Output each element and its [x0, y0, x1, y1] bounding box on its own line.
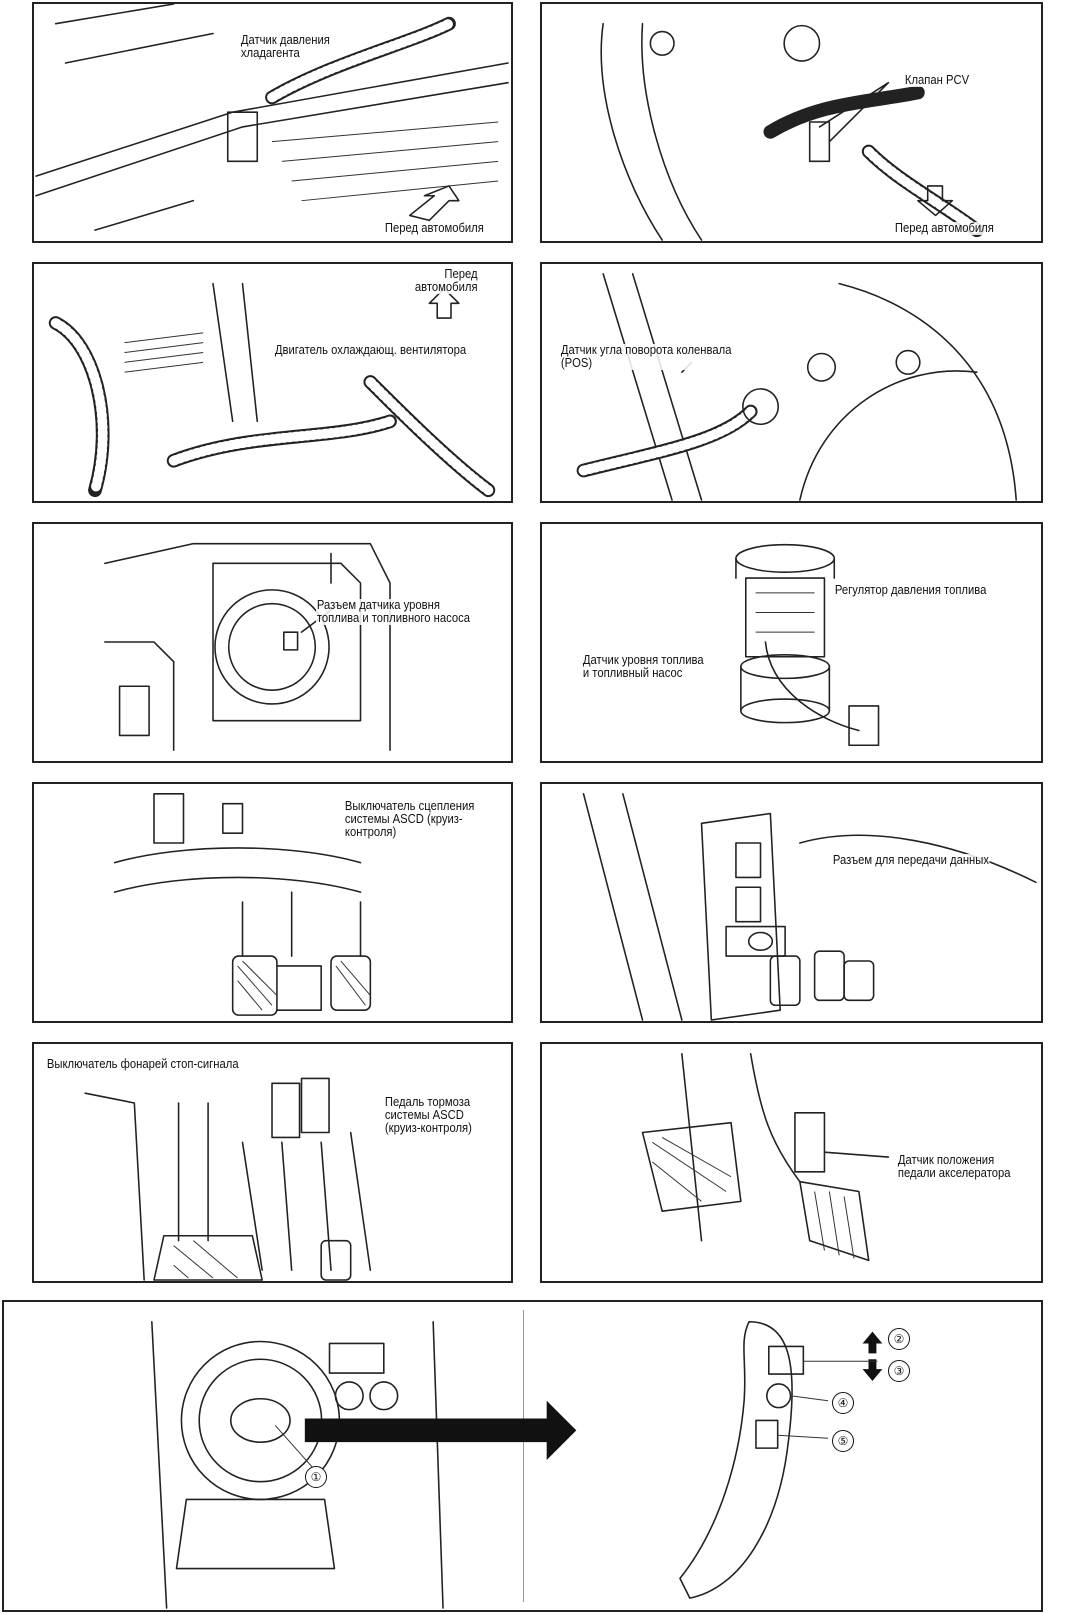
label-fuel-level-sensor-pump: Датчик уровня топлива и топливный насос — [582, 653, 705, 680]
label-crankshaft-position-sensor: Датчик угла поворота коленвала (POS) — [560, 343, 733, 370]
brake-pedal-illustration — [84, 1077, 372, 1281]
label-cooling-fan-motor: Двигатель охлаждающ. вентилятора — [274, 343, 468, 357]
fuel-access-hatch-illustration — [104, 542, 391, 751]
panel-cooling-fan-motor: Перед автомобиля Двигатель охлаждающ. ве… — [32, 262, 513, 503]
label-vehicle-front: Перед автомобиля — [894, 221, 995, 235]
panel-pcv-valve: Клапан PCV Перед автомобиля — [540, 2, 1043, 243]
steering-wheel-illustration — [151, 1320, 883, 1609]
label-fuel-pressure-regulator: Регулятор давления топлива — [834, 583, 988, 597]
callout-3: ③ — [888, 1360, 910, 1382]
callout-4: ④ — [832, 1392, 854, 1414]
callout-5: ⑤ — [832, 1430, 854, 1452]
label-clutch-switch-ascd: Выключатель сцепления системы ASCD (круи… — [344, 799, 476, 839]
cooling-fan-illustration — [48, 282, 496, 498]
panel-steering-wheel-ascd-switch: ① ② ③ ④ ⑤ — [2, 1300, 1043, 1612]
engine-bay-illustration — [35, 4, 509, 231]
panel-fuel-level-sensor-connector: Разъем датчика уровня топлива и топливно… — [32, 522, 513, 763]
dashboard-underside-illustration — [582, 793, 1037, 1021]
callout-1: ① — [305, 1466, 327, 1488]
fuel-pump-assembly-illustration — [735, 543, 880, 747]
callout-2: ② — [888, 1328, 910, 1350]
label-refrigerant-pressure-sensor: Датчик давления хладагента — [240, 33, 331, 60]
panel-data-link-connector: Разъем для передачи данных — [540, 782, 1043, 1023]
label-accelerator-pedal-sensor: Датчик положения педали акселератора — [897, 1153, 1012, 1180]
accelerator-pedal-illustration — [641, 1053, 890, 1262]
panel-clutch-switch-ascd: Выключатель сцепления системы ASCD (круи… — [32, 782, 513, 1023]
clutch-pedal-illustration — [113, 793, 372, 1016]
label-data-link-connector: Разъем для передачи данных — [832, 853, 990, 867]
panel-divider — [522, 1310, 524, 1602]
panel-refrigerant-pressure-sensor: Датчик давления хладагента Перед автомоб… — [32, 2, 513, 243]
crankshaft-sensor-illustration — [576, 273, 1017, 501]
panel-crankshaft-position-sensor: Датчик угла поворота коленвала (POS) — [540, 262, 1043, 503]
engine-top-illustration — [600, 22, 984, 241]
label-stop-lamp-switch: Выключатель фонарей стоп-сигнала — [46, 1057, 240, 1071]
label-ascd-brake-pedal: Педаль тормоза системы ASCD (круиз-контр… — [384, 1095, 473, 1135]
label-pcv-valve: Клапан PCV — [904, 73, 970, 87]
panel-stop-lamp-switch: Выключатель фонарей стоп-сигнала Педаль … — [32, 1042, 513, 1283]
label-vehicle-front: Перед автомобиля — [414, 267, 479, 294]
label-fuel-level-connector: Разъем датчика уровня топлива и топливно… — [316, 598, 471, 625]
panel-fuel-pressure-regulator: Регулятор давления топлива Датчик уровня… — [540, 522, 1043, 763]
panel-accelerator-pedal-sensor: Датчик положения педали акселератора — [540, 1042, 1043, 1283]
label-vehicle-front: Перед автомобиля — [384, 221, 485, 235]
